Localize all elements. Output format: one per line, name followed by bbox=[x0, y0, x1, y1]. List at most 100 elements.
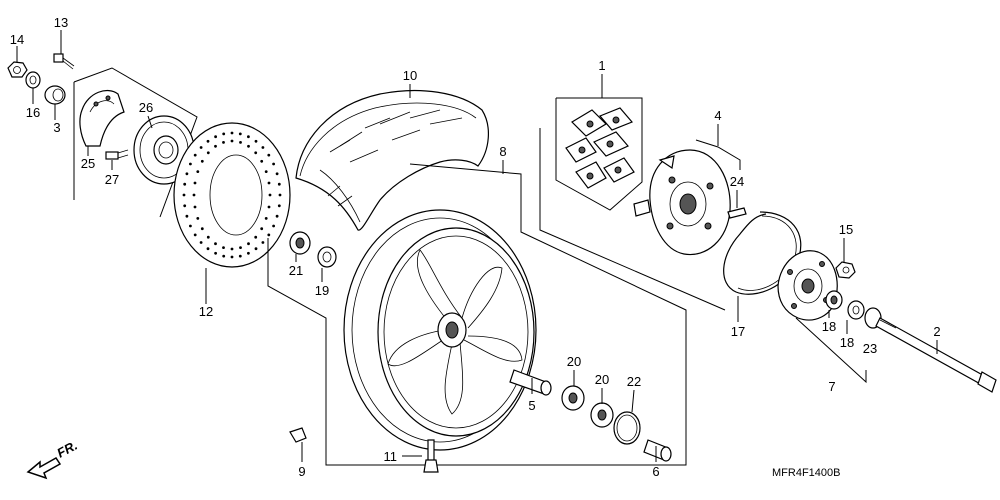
brake-disc-part-12 bbox=[173, 122, 291, 268]
callout-14: 14 bbox=[10, 32, 24, 47]
disc-hole bbox=[189, 162, 192, 166]
disc-hole bbox=[230, 131, 234, 135]
front-direction-label: FR. bbox=[54, 438, 80, 461]
disc-hole bbox=[206, 139, 210, 143]
callout-9: 9 bbox=[298, 464, 305, 479]
disc-hole bbox=[182, 193, 186, 197]
disc-hole bbox=[254, 151, 258, 155]
disc-hole bbox=[230, 139, 234, 143]
callout-20a: 20 bbox=[567, 354, 581, 369]
callout-7: 7 bbox=[828, 379, 835, 394]
bearing-part-20b bbox=[590, 402, 614, 428]
disc-hole bbox=[185, 214, 189, 218]
brake-caliper-group bbox=[7, 53, 198, 218]
disc-hole bbox=[193, 205, 197, 209]
disc-hole bbox=[267, 233, 271, 237]
bolt-part-27 bbox=[105, 149, 129, 160]
disc-hole bbox=[268, 193, 272, 197]
callout-25: 25 bbox=[81, 156, 95, 171]
disc-hole bbox=[222, 246, 225, 250]
callout-27: 27 bbox=[105, 172, 119, 187]
callout-13: 13 bbox=[54, 15, 68, 30]
callout-2: 2 bbox=[933, 324, 940, 339]
disc-hole bbox=[247, 242, 250, 246]
disc-hole bbox=[238, 254, 242, 258]
callout-5: 5 bbox=[528, 398, 535, 413]
disc-hole bbox=[192, 193, 196, 197]
callout-18b: 18 bbox=[840, 335, 854, 350]
disc-hole bbox=[189, 224, 192, 228]
damper-part-1 bbox=[555, 97, 643, 211]
disc-hole bbox=[193, 181, 197, 185]
axle-part-2 bbox=[875, 317, 997, 393]
disc-hole bbox=[214, 242, 217, 246]
bracket-lines-7 bbox=[795, 317, 867, 384]
collar-part-3 bbox=[44, 85, 66, 105]
callout-19: 19 bbox=[315, 283, 329, 298]
seal-part-18b bbox=[847, 300, 865, 320]
bearing-part-21 bbox=[289, 231, 311, 255]
disc-hole bbox=[247, 135, 250, 139]
diagram-code: MFR4F1400B bbox=[772, 467, 840, 479]
callout-11: 11 bbox=[384, 449, 398, 464]
bracket-lines-8 bbox=[267, 163, 687, 466]
collar-part-6 bbox=[643, 439, 672, 462]
disc-hole bbox=[254, 139, 258, 143]
bearing-part-18a bbox=[825, 290, 843, 310]
disc-hole bbox=[278, 193, 282, 197]
oring-part-22 bbox=[613, 411, 641, 445]
disc-hole bbox=[264, 170, 268, 174]
disc-hole bbox=[199, 146, 203, 149]
callout-12: 12 bbox=[199, 304, 213, 319]
callout-15: 15 bbox=[839, 222, 853, 237]
callout-4: 4 bbox=[714, 108, 721, 123]
flange-part-4 bbox=[633, 149, 731, 256]
disc-hole bbox=[206, 235, 210, 239]
leader-lines bbox=[16, 30, 938, 462]
disc-hole bbox=[267, 153, 271, 157]
disc-hole bbox=[193, 153, 197, 157]
disc-hole bbox=[222, 254, 226, 258]
disc-hole bbox=[260, 159, 264, 163]
disc-hole bbox=[214, 251, 218, 255]
callout-21: 21 bbox=[289, 263, 303, 278]
disc-hole bbox=[183, 182, 187, 186]
disc-hole bbox=[193, 233, 197, 237]
disc-hole bbox=[260, 227, 264, 231]
nut-part-14 bbox=[7, 61, 28, 78]
disc-hole bbox=[230, 247, 234, 251]
disc-hole bbox=[264, 217, 268, 220]
callout-1: 1 bbox=[598, 58, 605, 73]
disc-hole bbox=[206, 247, 210, 251]
bracket-lines-4 bbox=[695, 139, 741, 170]
callout-10: 10 bbox=[403, 68, 417, 83]
disc-hole bbox=[214, 144, 217, 148]
disc-hole bbox=[200, 159, 204, 163]
disc-hole bbox=[267, 181, 271, 185]
seal-part-19 bbox=[317, 246, 337, 268]
disc-hole bbox=[277, 204, 281, 208]
disc-hole bbox=[254, 235, 258, 239]
bolt-part-13 bbox=[53, 53, 75, 70]
callout-22: 22 bbox=[627, 374, 641, 389]
disc-hole bbox=[261, 146, 265, 149]
disc-hole bbox=[214, 135, 218, 139]
disc-hole bbox=[206, 151, 210, 155]
disc-hole bbox=[272, 224, 275, 228]
collar-part-5 bbox=[509, 369, 552, 396]
disc-hole bbox=[222, 141, 225, 144]
weight-part-9 bbox=[289, 427, 307, 443]
valve-part-11 bbox=[423, 439, 439, 473]
disc-hole bbox=[239, 246, 242, 250]
disc-hole bbox=[275, 172, 279, 176]
callout-24: 24 bbox=[730, 174, 744, 189]
disc-hole bbox=[272, 162, 275, 166]
disc-hole bbox=[196, 217, 200, 220]
callout-8: 8 bbox=[499, 144, 506, 159]
disc-hole bbox=[261, 241, 265, 244]
disc-hole bbox=[275, 214, 279, 218]
washer-part-16 bbox=[25, 71, 41, 89]
callout-18a: 18 bbox=[822, 319, 836, 334]
disc-hole bbox=[247, 251, 250, 255]
